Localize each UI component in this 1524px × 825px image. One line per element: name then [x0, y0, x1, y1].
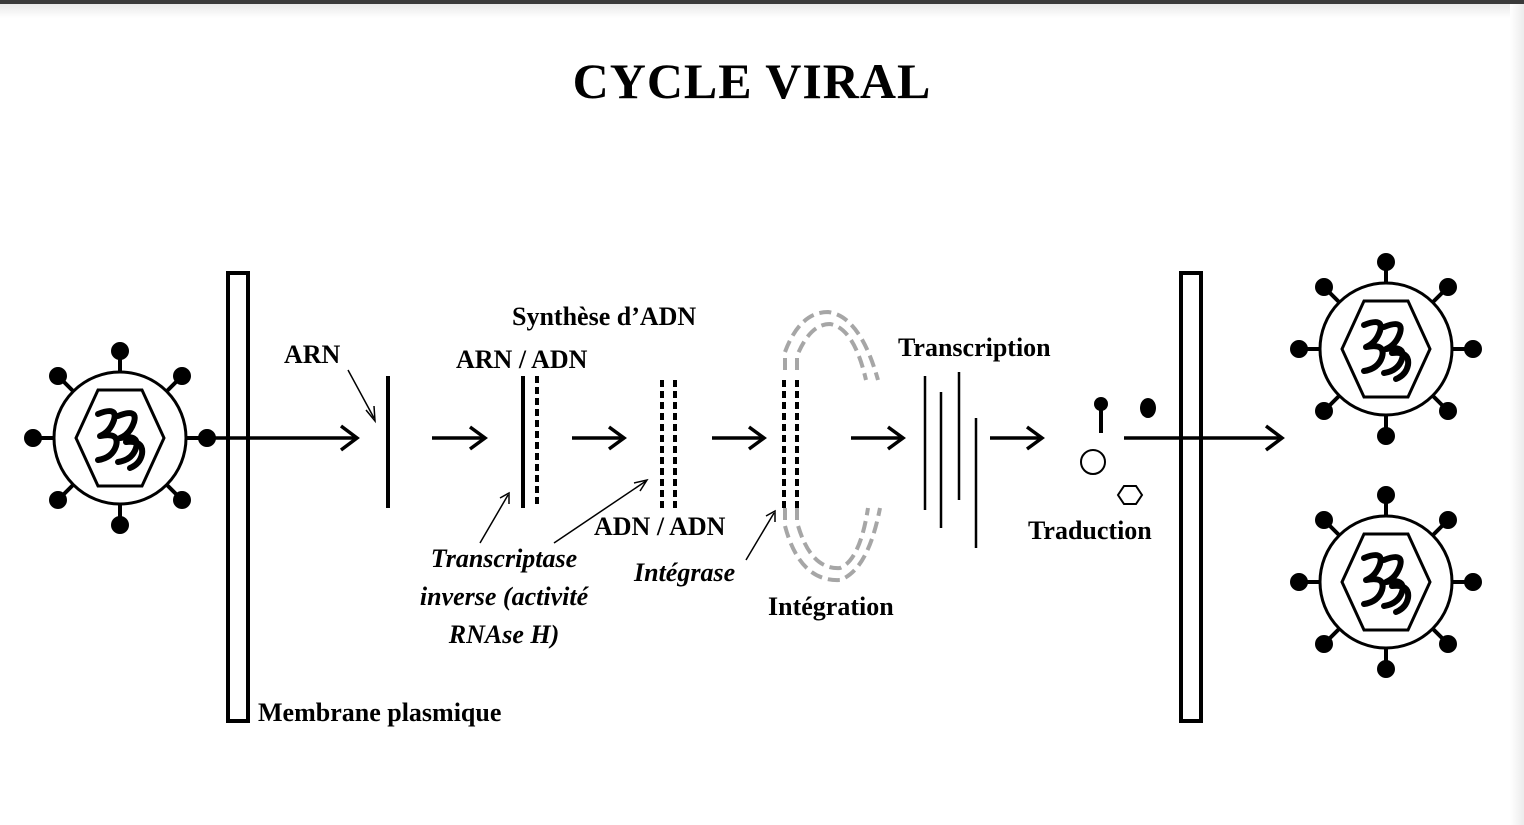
- adn-adn-label: ADN / ADN: [594, 512, 726, 541]
- window-right-shadow: [1510, 4, 1524, 825]
- progeny-virus-icon-2: [1292, 488, 1480, 676]
- reverse-transcriptase-line-3: RNAse H): [448, 620, 560, 649]
- arn-adn-label: ARN / ADN: [456, 345, 588, 374]
- left-membrane-icon: [226, 271, 250, 723]
- entry-arrowhead: [339, 424, 360, 452]
- membrane-label: Membrane plasmique: [258, 698, 502, 727]
- right-membrane-icon: [1179, 271, 1203, 723]
- protein-products-icon: [1080, 397, 1156, 505]
- traduction-label: Traduction: [1028, 516, 1152, 545]
- rt-pointer-1: [479, 494, 509, 544]
- integrase-label: Intégrase: [634, 558, 736, 587]
- diagram-title: CYCLE VIRAL: [572, 53, 932, 109]
- host-genome-loop-icon: [783, 309, 882, 583]
- progeny-virus-icon-1: [1292, 255, 1480, 443]
- window-top-shadow: [0, 4, 1524, 18]
- synthese-adn-label: Synthèse d’ADN: [512, 302, 697, 331]
- reverse-transcriptase-label: Transcriptase inverse (activité RNAse H): [394, 540, 614, 654]
- reverse-transcriptase-line-1: Transcriptase: [430, 544, 578, 573]
- window-top-bar: [0, 0, 1524, 4]
- rt-pointer-2: [553, 480, 647, 544]
- integrase-pointer: [745, 512, 775, 561]
- arn-pointer: [347, 369, 375, 419]
- transcription-label: Transcription: [898, 333, 1051, 362]
- integration-label: Intégration: [768, 592, 894, 621]
- arn-label: ARN: [284, 340, 341, 369]
- transcripts-icon: [923, 372, 978, 548]
- reverse-transcriptase-line-2: inverse (activité: [419, 582, 589, 611]
- infecting-virus-icon: [26, 344, 214, 532]
